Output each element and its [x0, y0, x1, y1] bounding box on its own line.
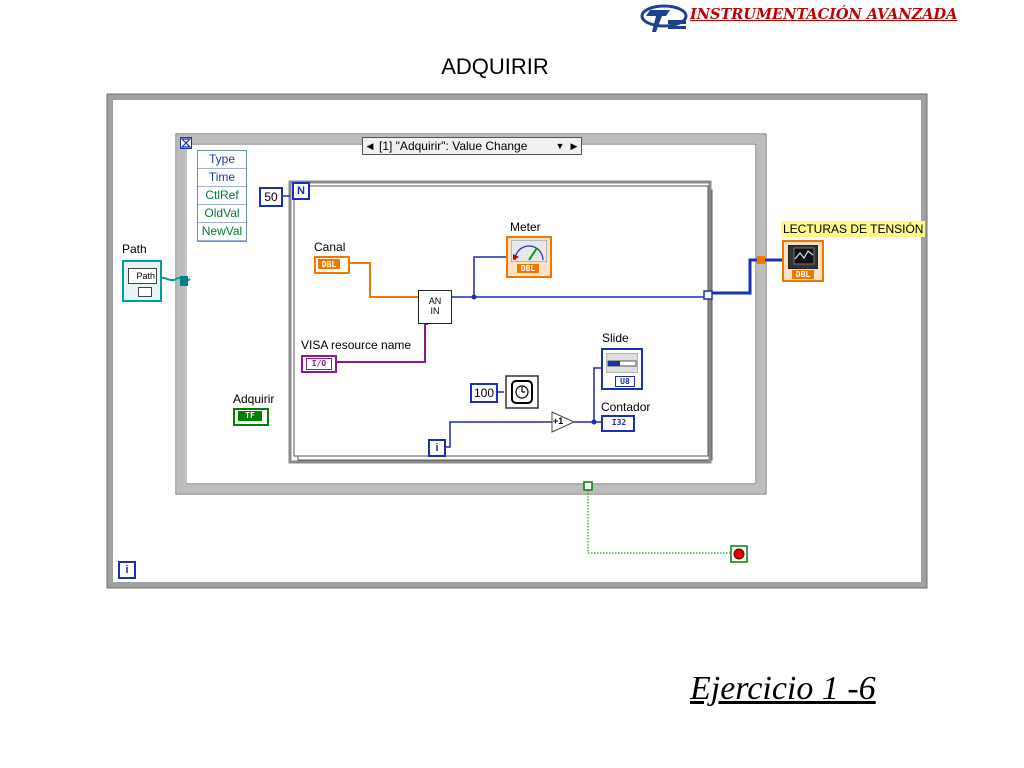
slide-icon [606, 353, 638, 373]
meter-wire [473, 256, 510, 297]
path-label: Path [122, 242, 147, 256]
increment-label: +1 [553, 416, 564, 426]
exercise-caption: Ejercicio 1 -6 [690, 670, 876, 707]
visa-control-terminal[interactable]: I/O [301, 355, 337, 373]
canal-wire [346, 262, 418, 298]
event-data-newval: NewVal [198, 223, 246, 241]
event-data-time: Time [198, 169, 246, 187]
meter-icon [511, 240, 547, 262]
canal-label: Canal [314, 240, 346, 254]
logo-icon [640, 4, 688, 32]
slide-indicator-terminal[interactable]: U8 [601, 348, 643, 390]
contador-type-tag: I32 [611, 418, 627, 427]
wait-clock-icon[interactable] [505, 375, 539, 409]
adquirir-label: Adquirir [233, 392, 275, 406]
adquirir-control-terminal[interactable]: TF [233, 408, 269, 426]
analog-input-label-an: AN [428, 296, 442, 306]
stop-wire [587, 490, 730, 554]
visa-label: VISA resource name [301, 338, 412, 352]
visa-wire [334, 323, 428, 363]
event-data-type: Type [198, 151, 246, 169]
analog-input-node[interactable]: AN IN [418, 290, 452, 324]
contador-indicator-terminal[interactable]: I32 [601, 415, 635, 432]
case-next-icon[interactable]: ▶ [570, 141, 578, 151]
lecturas-chart-terminal[interactable]: DBL [782, 240, 824, 282]
lecturas-label: LECTURAS DE TENSIÓN [781, 221, 926, 237]
event-case-label: [1] "Adquirir": Value Change [379, 139, 528, 153]
path-control-terminal[interactable]: Path [122, 260, 162, 302]
event-data-node[interactable]: Type Time CtlRef OldVal NewVal [197, 150, 247, 242]
stop-button-icon[interactable] [730, 545, 748, 563]
path-type-tag: Path [128, 268, 157, 284]
increment-node [551, 411, 576, 433]
iteration-wire [444, 421, 552, 448]
slide-label: Slide [602, 331, 629, 345]
for-loop-frame [288, 180, 713, 464]
case-prev-icon[interactable]: ◀ [366, 141, 374, 151]
visa-type-tag: I/O [306, 358, 332, 370]
case-dropdown-icon[interactable]: ▼ [555, 141, 565, 151]
lecturas-type-tag: DBL [792, 270, 814, 279]
loop-count-constant[interactable]: 50 [259, 187, 283, 207]
event-data-oldval: OldVal [198, 205, 246, 223]
event-data-ctlref: CtlRef [198, 187, 246, 205]
meter-label: Meter [510, 220, 541, 234]
contador-label: Contador [601, 400, 651, 414]
canal-type-tag: DBL [318, 259, 340, 269]
slide-type-tag: U8 [615, 376, 635, 387]
while-loop-iteration-terminal: i [118, 561, 136, 579]
while-loop-frame [106, 93, 928, 589]
for-loop-count-terminal: N [292, 182, 310, 200]
slide-title: ADQUIRIR [441, 54, 549, 79]
event-hourglass-icon [180, 137, 192, 149]
canal-control-terminal[interactable]: DBL [314, 256, 350, 274]
for-loop-iteration-terminal: i [428, 439, 446, 457]
waveform-chart-icon [788, 245, 818, 269]
header-title: INSTRUMENTACIÓN AVANZADA [690, 6, 958, 23]
analog-input-label-in: IN [430, 306, 440, 316]
meter-type-tag: DBL [517, 264, 539, 273]
array-wire [712, 258, 782, 295]
adquirir-type-tag: TF [238, 411, 262, 421]
event-case-selector[interactable]: ◀ [1] "Adquirir": Value Change ▼ ▶ [362, 137, 582, 155]
wait-constant[interactable]: 100 [470, 383, 498, 403]
meter-indicator-terminal[interactable]: DBL [506, 236, 552, 278]
